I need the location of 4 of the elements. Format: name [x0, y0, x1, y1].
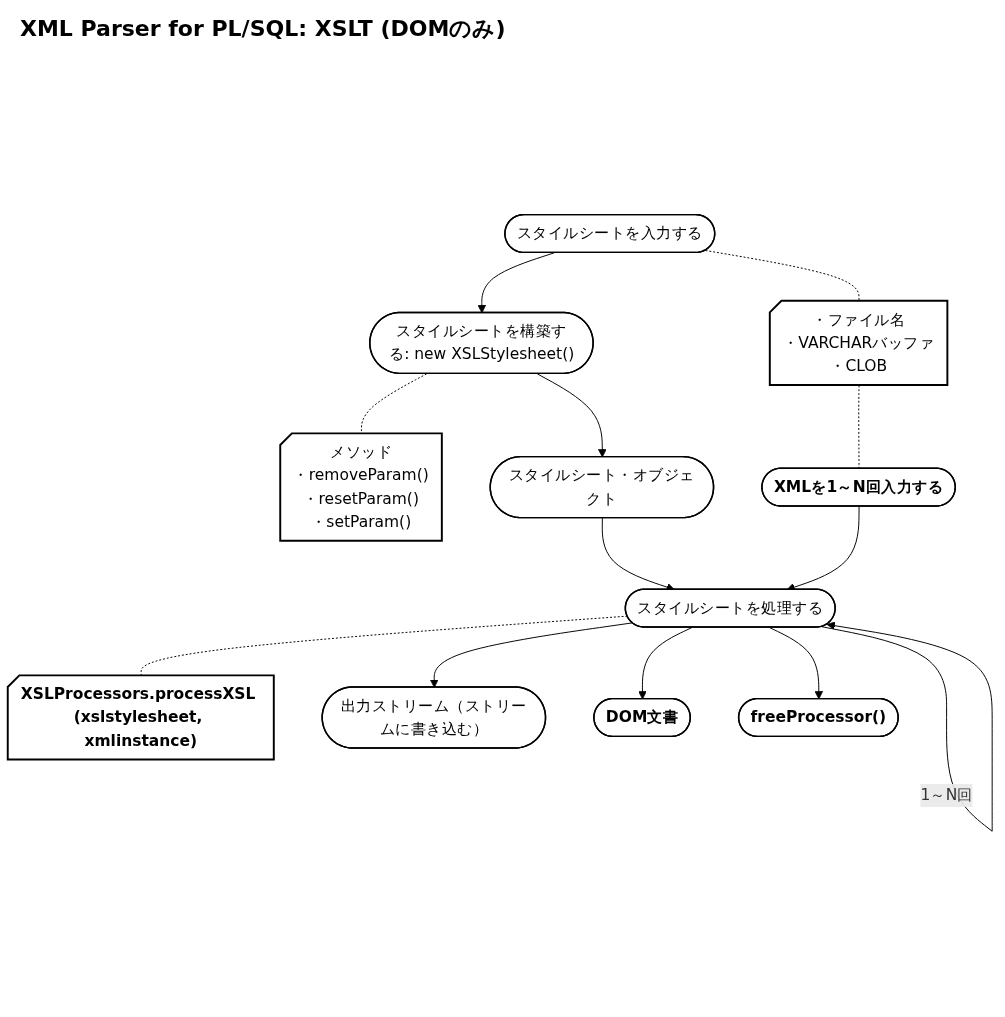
connector [705, 250, 860, 302]
edge-label: 1～N回 [920, 785, 973, 805]
diagram-title: XML Parser for PL/SQL: XSLT (DOMのみ) [20, 15, 507, 43]
connector [858, 385, 860, 470]
